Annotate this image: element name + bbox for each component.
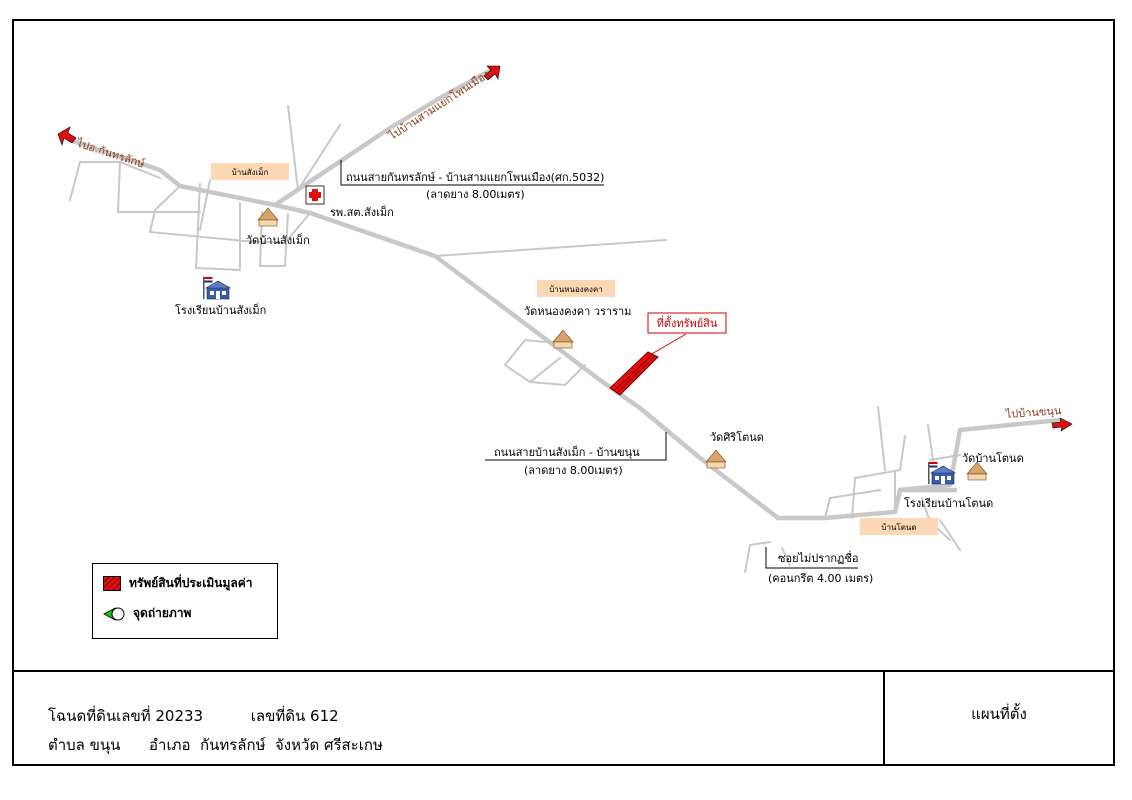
- school-icon: [928, 462, 957, 485]
- place-label: วัดบ้านโตนด: [962, 451, 1024, 465]
- info-panel: โฉนดที่ดินเลขที่ 20233 เลขที่ดิน 612 ตำบ…: [12, 670, 1115, 766]
- arrow-icon: [57, 126, 77, 146]
- place-label: โรงเรียนบ้านสังเม็ก: [175, 303, 266, 317]
- svg-text:บ้านโตนด: บ้านโตนด: [881, 522, 916, 532]
- minor-roads: [69, 105, 961, 573]
- legend-label: ทรัพย์สินที่ประเมินมูลค่า: [129, 576, 253, 590]
- legend-label: จุดถ่ายภาพ: [133, 606, 192, 620]
- hospital-icon: [305, 185, 325, 205]
- property-parcel: [609, 351, 659, 396]
- road-surface: (ลาดยาง 8.00เมตร): [524, 464, 623, 477]
- place-label: รพ.สต.สังเม็ก: [330, 205, 394, 219]
- main-road-west: [67, 137, 781, 521]
- map-legend: ทรัพย์สินที่ประเมินมูลค่า จุดถ่ายภาพ: [92, 563, 278, 639]
- arrow-icon: [483, 65, 501, 81]
- deed-number: โฉนดที่ดินเลขที่ 20233: [48, 707, 204, 725]
- place-label: โรงเรียนบ้านโตนด: [904, 496, 993, 510]
- svg-text:บ้านสังเม็ก: บ้านสังเม็ก: [232, 167, 269, 177]
- legend-item-property: ทรัพย์สินที่ประเมินมูลค่า: [103, 574, 253, 593]
- map-title: แผนที่ตั้ง: [971, 705, 1027, 723]
- property-label-box: ที่ตั้งทรัพย์สิน: [647, 312, 727, 334]
- arrow-icon: [1051, 417, 1073, 432]
- tambon: ตำบล ขนุน: [48, 736, 121, 754]
- direction-label: ไปบ้านสามแยกโพนเมือง: [385, 67, 492, 143]
- land-number: เลขที่ดิน 612: [250, 707, 339, 725]
- direction-label: ไปอ.กันทรลักษ์: [74, 136, 146, 171]
- place-label: วัดหนองคงคา วราราม: [524, 305, 631, 318]
- place-label: วัดบ้านสังเม็ก: [246, 233, 310, 247]
- amphoe: อำเภอ กันทรลักษ์: [149, 736, 266, 754]
- village-box: บ้านหนองคงคา: [537, 280, 615, 297]
- road-name: ถนนสายบ้านสังเม็ก - บ้านขนุน: [494, 445, 640, 459]
- road-surface: (คอนกรีต 4.00 เมตร): [768, 572, 873, 585]
- main-roads: [67, 65, 1063, 521]
- deed-info: โฉนดที่ดินเลขที่ 20233 เลขที่ดิน 612 ตำบ…: [48, 702, 383, 760]
- village-box: บ้านโตนด: [860, 518, 938, 535]
- temple-icon: [705, 449, 727, 469]
- province: จังหวัด ศรีสะเกษ: [275, 736, 383, 754]
- svg-text:บ้านหนองคงคา: บ้านหนองคงคา: [549, 285, 603, 294]
- road-name: ถนนสายกันทรลักษ์ - บ้านสามแยกโพนเมือง(ศก…: [346, 170, 604, 184]
- legend-item-photo: จุดถ่ายภาพ: [103, 604, 191, 623]
- camera-point-icon: [103, 606, 125, 621]
- map-frame: [12, 19, 1115, 766]
- temple-icon: [966, 461, 988, 481]
- school-icon: [203, 277, 232, 300]
- direction-label: ไปบ้านขนุน: [1004, 404, 1062, 421]
- property-swatch-icon: [103, 576, 121, 591]
- svg-text:ที่ตั้งทรัพย์สิน: ที่ตั้งทรัพย์สิน: [657, 315, 718, 330]
- main-road-north: [272, 65, 498, 208]
- place-label: วัดศิริโตนด: [710, 430, 764, 444]
- road-surface: (ลาดยาง 8.00เมตร): [426, 188, 525, 201]
- road-name: ซอยไม่ปรากฏชื่อ: [778, 550, 859, 565]
- title-box: แผนที่ตั้ง: [883, 672, 1113, 766]
- temple-icon: [257, 207, 279, 227]
- location-map: ไปอ.กันทรลักษ์ ไปบ้านสามแยกโพนเมือง ไปบ้…: [57, 65, 1073, 585]
- village-box: บ้านสังเม็ก: [211, 163, 289, 180]
- temple-icon: [552, 329, 574, 349]
- road-callout: [340, 160, 858, 569]
